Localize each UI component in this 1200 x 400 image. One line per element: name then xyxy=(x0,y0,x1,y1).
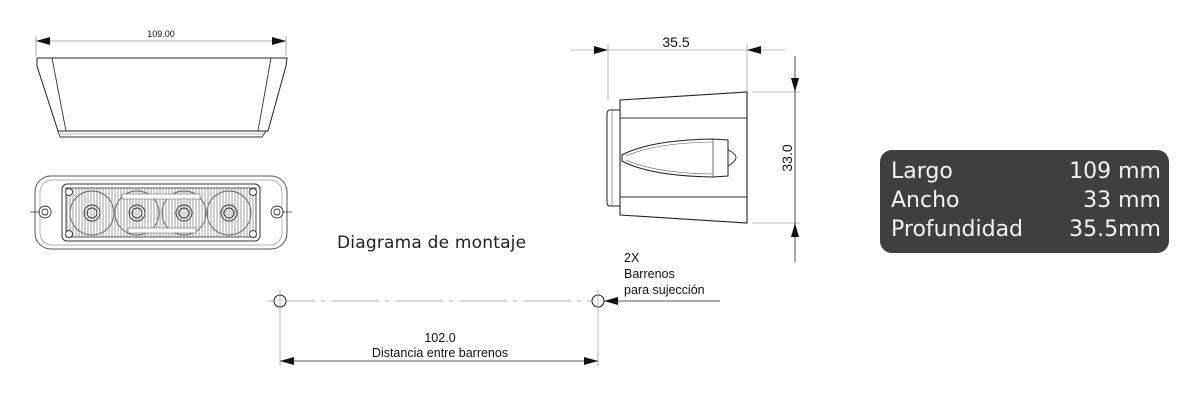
spec-value: 109 mm xyxy=(1069,159,1161,184)
spec-label: Largo xyxy=(891,159,953,184)
dimensions-spec-card: Largo 109 mm Ancho 33 mm Profundidad 35.… xyxy=(880,150,1169,253)
mounting-diagram xyxy=(267,290,720,366)
hole-distance-label: Distancia entre barrenos xyxy=(371,346,509,360)
depth-dimension-label: 35.5 xyxy=(662,34,689,50)
spec-row-depth: Profundidad 35.5mm xyxy=(891,215,1161,244)
spec-value: 33 mm xyxy=(1083,188,1161,213)
front-view xyxy=(30,175,292,250)
mounting-diagram-title: Diagrama de montaje xyxy=(337,233,527,253)
spec-value: 35.5mm xyxy=(1069,217,1161,242)
top-view: 109.00 xyxy=(35,29,288,138)
width-dimension-label: 109.00 xyxy=(147,29,175,39)
hole-distance-value: 102.0 xyxy=(424,331,456,345)
spec-label: Ancho xyxy=(891,188,960,213)
spec-row-length: Largo 109 mm xyxy=(891,157,1161,186)
mounting-holes xyxy=(38,205,284,219)
note-line: para sujección xyxy=(624,283,705,297)
hole-distance-annotation: 102.0 Distancia entre barrenos xyxy=(282,331,598,361)
side-view: 35.5 33.0 xyxy=(570,34,800,262)
mounting-holes-note: 2X Barrenos para sujección xyxy=(624,250,705,298)
led-array xyxy=(69,190,252,236)
spec-label: Profundidad xyxy=(891,217,1024,242)
note-line: Barrenos xyxy=(624,267,675,281)
height-dimension-label: 33.0 xyxy=(779,144,795,171)
spec-row-width: Ancho 33 mm xyxy=(891,186,1161,215)
note-line: 2X xyxy=(624,251,640,265)
